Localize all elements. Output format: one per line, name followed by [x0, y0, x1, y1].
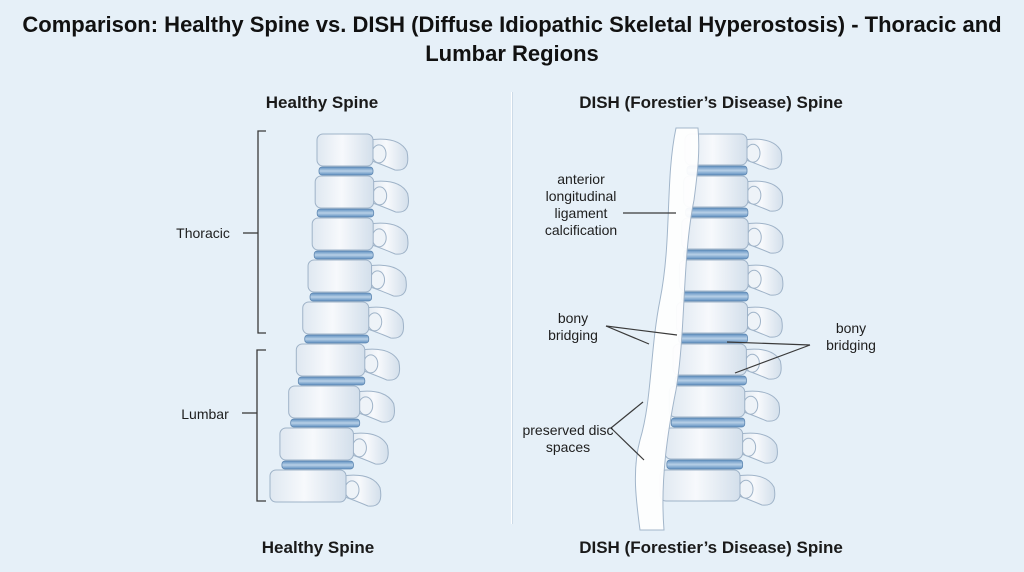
healthy-spine-heading-bottom: Healthy Spine: [148, 538, 488, 558]
thoracic-bracket: [243, 131, 266, 333]
healthy-spine: [270, 134, 408, 506]
intervertebral-disc: [319, 167, 373, 175]
intervertebral-disc: [667, 460, 743, 469]
vertebra: [677, 302, 783, 337]
intervertebral-disc: [310, 293, 372, 301]
vertebra: [682, 218, 783, 253]
intervertebral-disc: [671, 418, 745, 427]
lumbar-label: Lumbar: [172, 406, 238, 423]
intervertebral-disc: [291, 419, 360, 427]
intervertebral-disc: [317, 209, 374, 217]
bony-bridging-label-right: bony bridging: [814, 320, 888, 354]
vertebra: [684, 176, 783, 211]
lumbar-bracket: [242, 350, 266, 501]
dish-spine-heading-bottom: DISH (Forestier’s Disease) Spine: [541, 538, 881, 558]
intervertebral-disc: [314, 251, 373, 259]
ligament-calcification-label: anterior longitudinal ligament calcifica…: [526, 171, 636, 239]
vertebra: [685, 134, 782, 169]
preserved-disc-spaces-label: preserved disc spaces: [522, 422, 614, 456]
bony-bridging-label-left: bony bridging: [536, 310, 610, 344]
thoracic-label: Thoracic: [168, 225, 238, 242]
vertebra: [315, 176, 408, 212]
vertebra: [669, 386, 779, 421]
vertebra: [280, 428, 388, 464]
vertebra: [312, 218, 408, 254]
dish-spine: [635, 128, 783, 530]
intervertebral-disc: [681, 292, 748, 301]
vertebra: [270, 470, 381, 506]
vertebra: [289, 386, 395, 422]
vertebra: [296, 344, 399, 380]
vertebra: [308, 260, 406, 296]
intervertebral-disc: [305, 335, 369, 343]
vertebra: [665, 428, 778, 463]
intervertebral-disc: [675, 376, 746, 385]
vertebra: [303, 302, 404, 338]
intervertebral-disc: [298, 377, 365, 385]
intervertebral-disc: [686, 208, 748, 217]
intervertebral-disc: [684, 250, 749, 259]
intervertebral-disc: [679, 334, 748, 343]
vertebra: [679, 260, 783, 295]
vertebra: [317, 134, 408, 170]
intervertebral-disc: [282, 461, 354, 469]
vertebra: [660, 470, 775, 505]
